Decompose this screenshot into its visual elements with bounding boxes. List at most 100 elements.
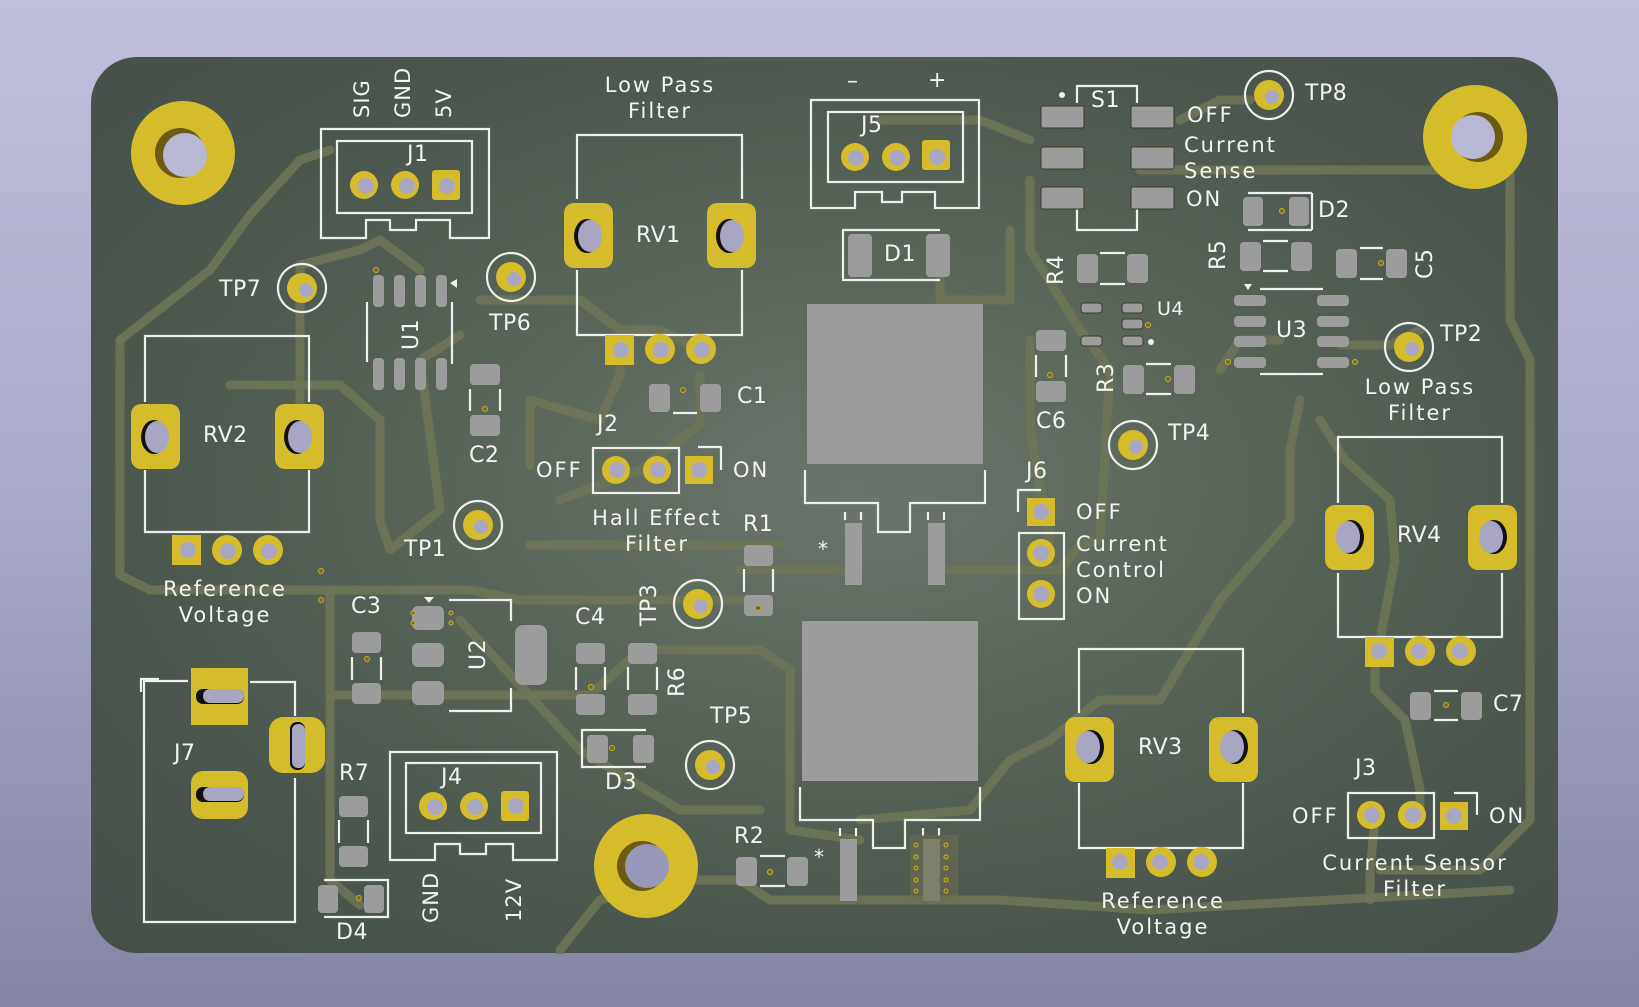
j1-pin-label-gnd: GND — [391, 66, 415, 118]
r7-ref: R7 — [339, 761, 370, 786]
j2-label-line2: Filter — [624, 532, 689, 556]
tp8-ref: TP8 — [1305, 81, 1348, 106]
tp4 — [1107, 419, 1159, 471]
j6-label-line2: Control — [1076, 558, 1166, 582]
tp1-ref: TP1 — [404, 537, 447, 562]
c7-ref: C7 — [1493, 692, 1524, 717]
vias — [318, 208, 1449, 901]
u2-ref: U2 — [466, 638, 491, 670]
mounting-hole-top-left — [131, 101, 235, 205]
rv2-trimmer[interactable] — [131, 334, 324, 565]
j2-on-label: ON — [733, 458, 770, 482]
q2-pin1-marker: * — [814, 845, 825, 869]
j2-jumper[interactable] — [591, 445, 723, 495]
tp2 — [1383, 321, 1435, 373]
j3-ref: J3 — [1355, 756, 1377, 781]
s1-on-label: ON — [1186, 187, 1223, 211]
tp6-ref: TP6 — [489, 311, 532, 336]
r6-ref: R6 — [665, 666, 690, 697]
j5-connector[interactable] — [809, 98, 981, 210]
s1-label-line2: Sense — [1184, 159, 1258, 183]
j5-plus-label: + — [928, 68, 947, 93]
test-points[interactable] — [276, 69, 1435, 791]
mounting-holes — [131, 85, 1527, 918]
s1-switch[interactable] — [1040, 84, 1175, 232]
tp5-ref: TP5 — [710, 704, 753, 729]
tp2-ref: TP2 — [1440, 322, 1483, 347]
smd-passives — [318, 191, 1482, 919]
s1-label-line1: Current — [1184, 133, 1277, 157]
j3-label-line2: Filter — [1382, 877, 1447, 901]
c6-ref: C6 — [1036, 409, 1067, 434]
d4-ref: D4 — [336, 920, 368, 945]
u4-ref: U4 — [1157, 298, 1184, 320]
tp2-label-line2: Filter — [1387, 401, 1452, 425]
j3-on-label: ON — [1489, 804, 1526, 828]
j4-pin-label-12v: 12V — [502, 877, 526, 922]
j2-ref: J2 — [597, 412, 619, 437]
j6-on-label: ON — [1076, 584, 1113, 608]
j6-label-line1: Current — [1076, 532, 1169, 556]
j6-jumper[interactable] — [1016, 488, 1066, 621]
r4-ref: R4 — [1044, 254, 1069, 285]
u3-ref: U3 — [1276, 318, 1308, 343]
rv1-label-line2: Filter — [627, 99, 692, 123]
j1-ref: J1 — [407, 142, 429, 167]
r2-ref: R2 — [734, 824, 765, 849]
j4-ref: J4 — [441, 765, 463, 790]
j3-label-line1: Current Sensor — [1322, 851, 1508, 875]
q1-mosfet — [803, 304, 987, 585]
tp3-ref: TP3 — [637, 583, 662, 626]
tp1 — [452, 499, 504, 551]
j2-label-line1: Hall Effect — [592, 506, 722, 530]
rv2-ref: RV2 — [203, 423, 248, 448]
j6-ref: J6 — [1026, 459, 1048, 484]
tp8 — [1243, 69, 1295, 121]
c5-ref: C5 — [1413, 248, 1438, 279]
d2-ref: D2 — [1318, 198, 1350, 223]
tp7-ref: TP7 — [219, 277, 262, 302]
j3-jumper[interactable] — [1346, 791, 1479, 840]
rv4-trimmer[interactable] — [1325, 435, 1517, 667]
s1-ref: S1 — [1091, 88, 1120, 113]
j5-minus-label: – — [847, 69, 859, 94]
j1-connector[interactable] — [319, 127, 491, 240]
d1-ref: D1 — [884, 242, 916, 267]
c2-ref: C2 — [469, 443, 500, 468]
j3-off-label: OFF — [1292, 804, 1339, 828]
d1-diode — [841, 228, 950, 282]
j6-off-label: OFF — [1076, 500, 1123, 524]
tp7 — [276, 262, 328, 314]
rv1-trimmer[interactable] — [564, 133, 756, 365]
tp4-ref: TP4 — [1168, 421, 1211, 446]
j4-connector[interactable] — [388, 750, 559, 862]
tp3 — [672, 578, 724, 630]
rv1-label-line1: Low Pass — [604, 73, 716, 97]
rv2-label-line2: Voltage — [178, 603, 272, 627]
c4-ref: C4 — [575, 605, 606, 630]
rv3-trimmer[interactable] — [1065, 647, 1258, 878]
rv2-label-line1: Reference — [163, 577, 287, 601]
c1-ref: C1 — [737, 384, 768, 409]
s1-off-label: OFF — [1187, 103, 1234, 127]
tp5 — [684, 739, 736, 791]
j1-pin-label-5v: 5V — [432, 88, 456, 118]
mounting-hole-bottom — [594, 814, 698, 918]
c3-ref: C3 — [351, 594, 382, 619]
r5-ref: R5 — [1206, 239, 1231, 270]
tp2-label-line1: Low Pass — [1364, 375, 1476, 399]
q2-mosfet — [798, 621, 982, 901]
r1-ref: R1 — [743, 512, 774, 537]
d3-ref: D3 — [605, 770, 637, 795]
rv1-ref: RV1 — [636, 223, 681, 248]
j5-ref: J5 — [861, 113, 883, 138]
j1-pin-label-sig: SIG — [350, 79, 374, 118]
rv3-label-line1: Reference — [1101, 889, 1225, 913]
tp6 — [485, 251, 537, 303]
r3-ref: R3 — [1094, 362, 1119, 393]
u1-ref: U1 — [399, 318, 424, 350]
j2-off-label: OFF — [536, 458, 583, 482]
j7-barrel-jack[interactable] — [139, 668, 325, 924]
rv3-label-line2: Voltage — [1116, 915, 1210, 939]
